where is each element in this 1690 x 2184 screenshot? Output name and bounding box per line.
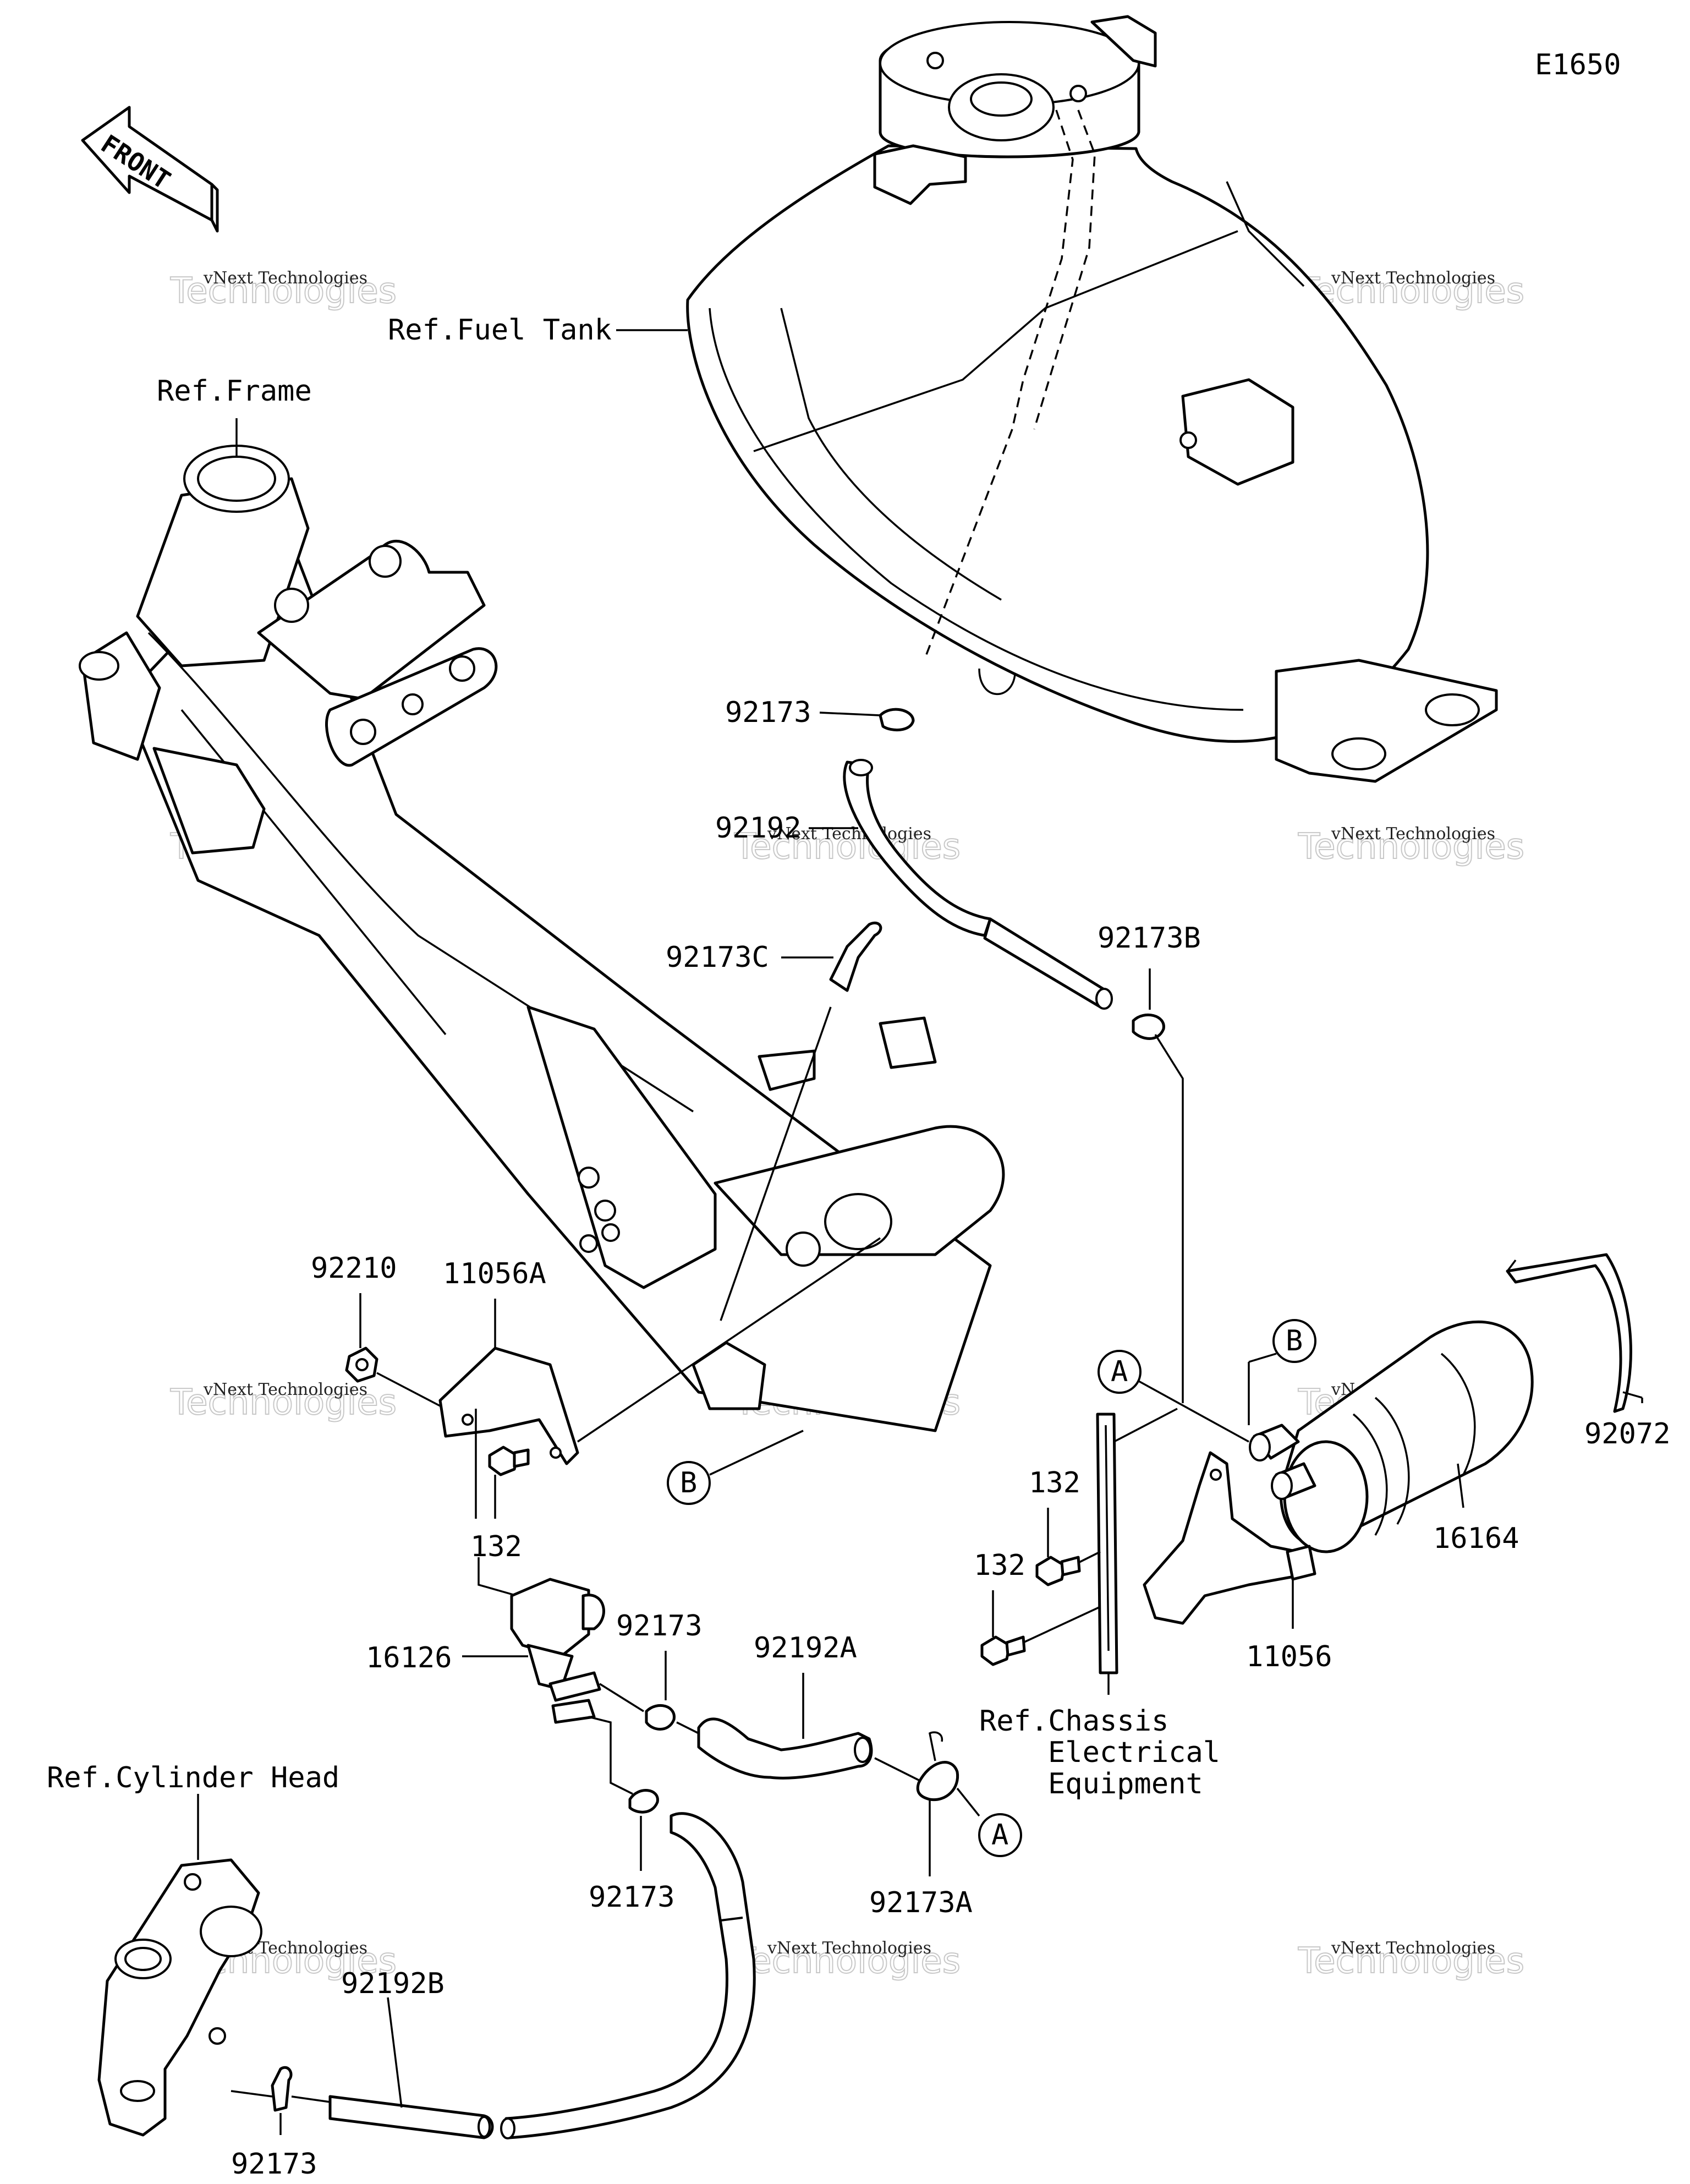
part-label-92192: 92192 (715, 812, 802, 845)
fuel-tank: Ref.Fuel Tank (388, 15, 1498, 783)
callout-a-lower: A (978, 1813, 1022, 1857)
strap-chassis: Ref.Chassis Electrical Equipment (979, 1408, 1220, 1800)
canister-16164: 16164 (1249, 1320, 1534, 1555)
band-92072: 92072 (1506, 1253, 1671, 1450)
clamp-92173a: 92173A (869, 1731, 980, 1919)
svg-text:Technologies: Technologies (1298, 1941, 1524, 1982)
svg-text:vNext Technologies: vNext Technologies (1331, 824, 1495, 844)
valve-16126: 16126 (366, 1557, 605, 1724)
svg-text:Technologies: Technologies (1298, 826, 1524, 867)
part-label-16164: 16164 (1433, 1522, 1519, 1555)
clamp-92173-valve-lower: 92173 (588, 1716, 675, 1914)
part-label-92192b: 92192B (341, 1967, 445, 2000)
diagram-code: E1650 (1535, 48, 1621, 81)
hose-92192a: 92192A (697, 1632, 925, 1784)
bracket-11056a: 11056A (438, 1237, 881, 1465)
svg-text:vNext Technologies: vNext Technologies (1331, 1939, 1495, 1958)
ref-frame-label: Ref.Frame (157, 375, 312, 408)
svg-text:vNext Technologies: vNext Technologies (203, 269, 367, 288)
hose-92192b-short: 92192B (328, 1967, 494, 2139)
ref-cylinder-head-label: Ref.Cylinder Head (47, 1761, 339, 1794)
svg-text:vNext Technologies: vNext Technologies (767, 1939, 931, 1958)
svg-text:Technologies: Technologies (170, 1382, 397, 1423)
nut-92210: 92210 (311, 1252, 441, 1407)
callout-b-right: B (1248, 1319, 1316, 1425)
svg-text:vNext Technologies: vNext Technologies (1331, 269, 1495, 288)
svg-text:A: A (1111, 1355, 1128, 1388)
cylinder-head: Ref.Cylinder Head (47, 1761, 339, 2137)
part-label-92210: 92210 (311, 1252, 397, 1285)
part-label-92173b: 92173B (1098, 922, 1201, 955)
callout-a-upper: A (1098, 1350, 1249, 1443)
hose-92192: 92192 (715, 759, 1113, 1010)
part-label-132-upper: 132 (1029, 1466, 1080, 1499)
clamp-92173b: 92173B (1098, 922, 1201, 1403)
part-label-92072: 92072 (1584, 1417, 1671, 1450)
svg-text:B: B (680, 1466, 697, 1499)
bracket-11056: 11056 (1143, 1451, 1332, 1673)
clamp-92173-bottom: 92173 (231, 2066, 331, 2181)
front-arrow: FRONT (81, 106, 219, 233)
ref-chassis-label-line2: Electrical (1048, 1736, 1220, 1769)
svg-text:Technologies: Technologies (1298, 271, 1524, 311)
frame: Ref.Frame (79, 375, 1005, 1432)
bolt-132-upper: 132 (1029, 1466, 1101, 1586)
clamp-92173-valve-upper: 92173 (599, 1610, 703, 1734)
svg-text:B: B (1286, 1324, 1303, 1358)
callout-b-left: B (667, 1430, 804, 1505)
bolt-132-lower: 132 (974, 1549, 1101, 1666)
bolt-132-left: 132 (470, 1409, 530, 1563)
part-label-92173a: 92173A (869, 1886, 973, 1919)
hose-92192b-long (500, 1812, 756, 2139)
ref-fuel-tank-label: Ref.Fuel Tank (388, 314, 612, 347)
part-label-92173-valve-lower: 92173 (589, 1881, 675, 1914)
part-label-92192a: 92192A (754, 1632, 857, 1665)
svg-text:vNext Technologies: vNext Technologies (203, 1380, 367, 1399)
part-label-92173c: 92173C (666, 941, 769, 974)
svg-text:Technologies: Technologies (170, 271, 397, 311)
part-label-11056a: 11056A (443, 1257, 546, 1290)
part-label-16126: 16126 (366, 1641, 452, 1674)
ref-chassis-label-line1: Ref.Chassis (979, 1705, 1168, 1738)
part-label-92173-valve-upper: 92173 (616, 1610, 703, 1643)
part-label-92173-bottom: 92173 (231, 2148, 317, 2181)
part-label-132-lower: 132 (974, 1549, 1025, 1582)
ref-chassis-label-line3: Equipment (1048, 1767, 1203, 1800)
clamp-92173-tank: 92173 (725, 696, 915, 732)
svg-text:A: A (991, 1819, 1008, 1852)
svg-text:Technologies: Technologies (734, 826, 961, 867)
part-label-11056: 11056 (1246, 1640, 1332, 1673)
svg-text:Technologies: Technologies (734, 1941, 961, 1982)
part-label-92173-tank: 92173 (725, 696, 811, 729)
clamp-92173c: 92173C (666, 921, 882, 1321)
